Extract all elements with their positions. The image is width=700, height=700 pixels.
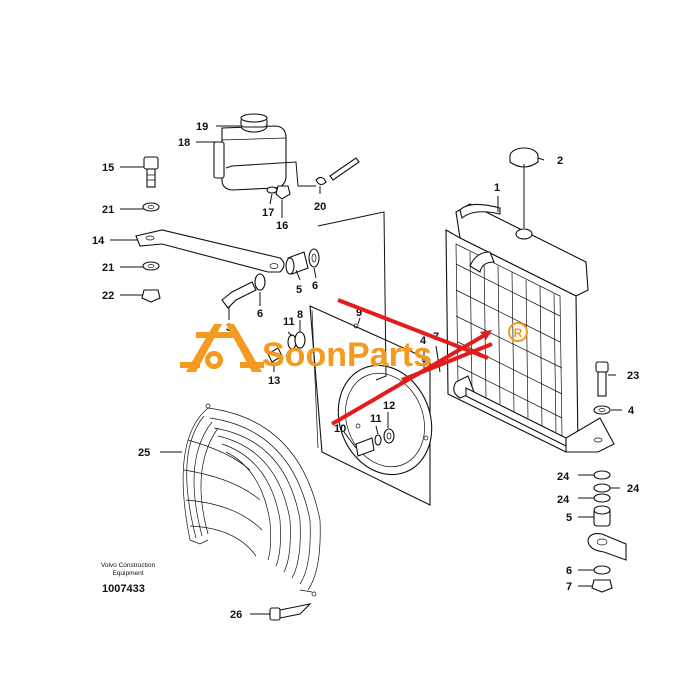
- label-14: 14: [92, 235, 105, 247]
- label-24-a: 24: [557, 471, 570, 483]
- footer-manufacturer-2: Equipment: [112, 570, 143, 577]
- label-12: 12: [383, 400, 395, 412]
- label-22: 22: [102, 290, 114, 302]
- drawing-code: 1007433: [102, 583, 145, 595]
- washer-21-top: [142, 202, 160, 212]
- label-9: 9: [356, 307, 362, 319]
- label-24-c: 24: [557, 494, 570, 506]
- label-25: 25: [138, 447, 150, 459]
- fan-shroud-9: [309, 305, 433, 506]
- drawing-footer: Volvo Construction Equipment 1007433: [101, 562, 156, 595]
- washer-21-bottom: [142, 261, 160, 271]
- washer-6: [254, 273, 266, 291]
- label-1: 1: [494, 182, 500, 194]
- label-5-right: 5: [566, 512, 572, 524]
- nut-16: [275, 185, 291, 200]
- bolt-10: [355, 437, 375, 457]
- washer-24-c: [593, 493, 611, 503]
- label-5-upper: 5: [296, 284, 302, 296]
- registered-mark-icon: [508, 322, 528, 342]
- label-4-left: 4: [420, 335, 427, 347]
- pipe-20: [315, 157, 360, 186]
- soonparts-logo: SoonParts R: [180, 322, 528, 374]
- radiator-1: [445, 203, 615, 453]
- leader-lines: [110, 125, 622, 615]
- label-13: 13: [268, 375, 280, 387]
- label-21-top: 21: [102, 204, 114, 216]
- red-arrows: [330, 298, 493, 426]
- soonparts-wordmark: SoonParts: [262, 336, 432, 374]
- bracket-14: [135, 229, 285, 273]
- rubber-mount-5: [593, 505, 611, 527]
- label-8: 8: [297, 309, 303, 321]
- soonparts-emblem-icon: [180, 324, 264, 372]
- nut-22: [141, 289, 161, 303]
- radiator-cap-2: [509, 147, 539, 168]
- washer-12: [383, 428, 395, 444]
- label-6-lower: 6: [257, 308, 263, 320]
- label-2: 2: [557, 155, 563, 167]
- label-6-right: 6: [566, 565, 572, 577]
- bushing-5: [285, 251, 309, 275]
- fan-guard-25: [182, 403, 321, 597]
- label-26: 26: [230, 609, 242, 621]
- registered-mark-letter: R: [514, 326, 523, 340]
- washer-24-b: [593, 483, 611, 493]
- label-11-upper: 11: [283, 316, 295, 328]
- label-20: 20: [314, 201, 326, 213]
- washer-6-upper: [308, 248, 320, 268]
- label-10: 10: [334, 423, 346, 435]
- label-4-right: 4: [628, 405, 635, 417]
- expansion-tank: [213, 113, 287, 191]
- bolt-23: [595, 361, 609, 397]
- label-24-b: 24: [627, 483, 640, 495]
- label-16: 16: [276, 220, 288, 232]
- label-11-lower: 11: [370, 413, 382, 425]
- label-7-right: 7: [566, 581, 572, 593]
- label-21-bottom: 21: [102, 262, 114, 274]
- nut-7-right: [591, 579, 613, 593]
- bolt-3: [221, 281, 257, 309]
- washer-11-lower: [374, 434, 382, 446]
- screw-26: [269, 603, 312, 621]
- washer-4-right: [593, 405, 611, 415]
- label-17: 17: [262, 207, 274, 219]
- washer-24-a: [593, 470, 611, 480]
- label-18: 18: [178, 137, 190, 149]
- label-6-upper: 6: [312, 280, 318, 292]
- label-23: 23: [627, 370, 639, 382]
- frame-bracket: [587, 533, 627, 561]
- washer-6-right: [593, 565, 611, 575]
- bolt-13: [267, 347, 283, 363]
- bolt-15: [143, 156, 159, 188]
- washer-17: [266, 186, 278, 194]
- label-15: 15: [102, 162, 114, 174]
- footer-manufacturer: Volvo Construction: [101, 562, 156, 569]
- label-19: 19: [196, 121, 208, 133]
